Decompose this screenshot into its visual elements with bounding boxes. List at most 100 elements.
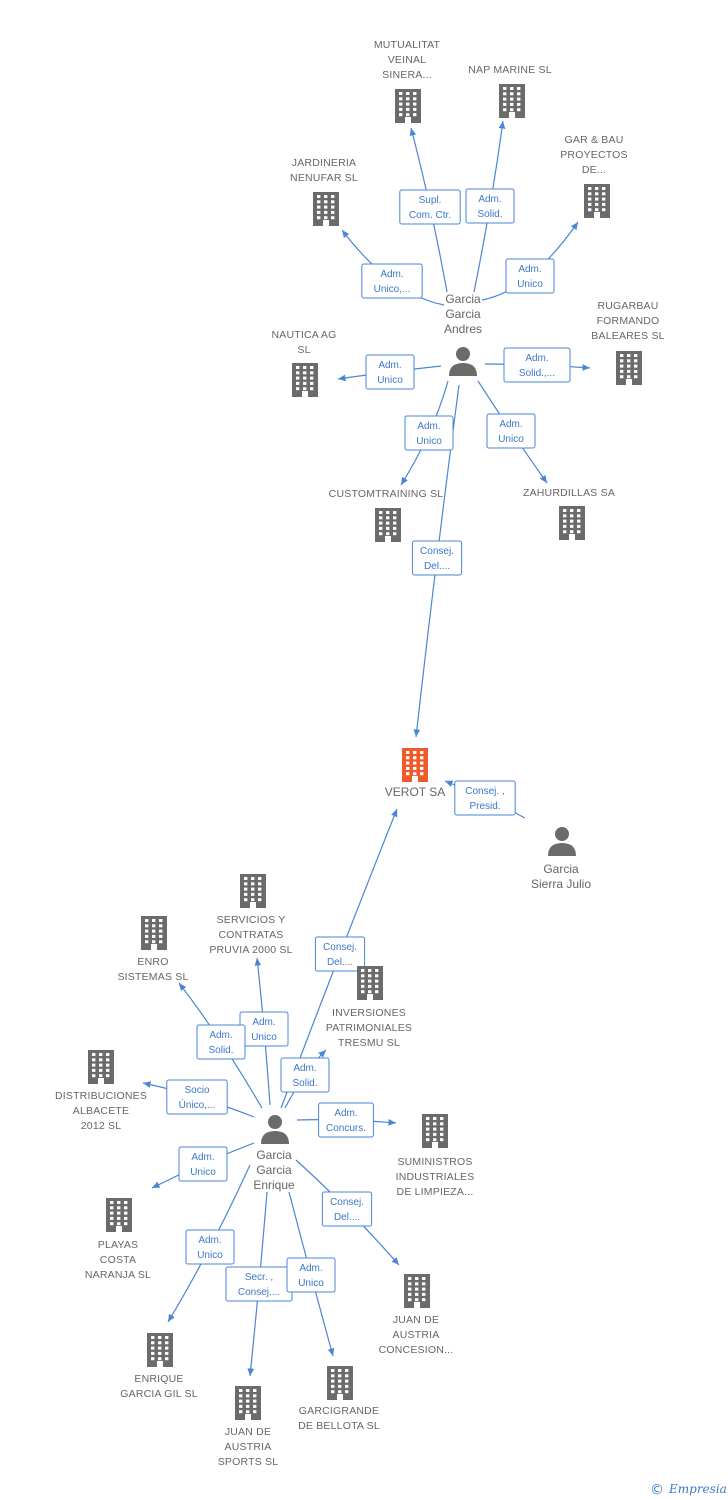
copyright-symbol: ©	[650, 1482, 664, 1498]
relation-label-enrique-juansports[interactable]: Secr. ,Consej....	[225, 1266, 293, 1302]
company-label-juansports: JUAN DE	[225, 1426, 271, 1438]
relation-label-andres-zahurdillas[interactable]: Adm.Unico	[486, 413, 536, 449]
relation-label-enrique-suministros[interactable]: Adm. Concurs.	[318, 1102, 374, 1138]
company-label-juanconcesion: CONCESION...	[379, 1344, 454, 1356]
company-label-jardineria: NENUFAR SL	[290, 172, 358, 184]
relation-role-text: Unico	[251, 1032, 277, 1043]
company-building-icon-zahurdillas[interactable]	[559, 506, 585, 540]
relation-role-text: Adm.	[417, 421, 440, 432]
person-icon-enrique[interactable]	[261, 1115, 289, 1144]
relation-label-enrique-juanconcesion[interactable]: Consej.Del....	[321, 1191, 373, 1227]
relation-label-andres-nautica[interactable]: Adm.Unico	[365, 354, 415, 390]
relation-label-andres-garbau[interactable]: Adm.Unico	[505, 258, 555, 294]
company-label-garcigrande: DE BELLOTA SL	[298, 1420, 380, 1432]
company-label-rugarbau: BALEARES SL	[591, 330, 664, 342]
relation-role-text: Concurs.	[326, 1123, 366, 1134]
relation-role-text: Consej.	[420, 546, 454, 557]
company-building-icon-mutualitat[interactable]	[395, 89, 421, 123]
company-label-mutualitat: MUTUALITAT	[374, 39, 441, 51]
company-label-zahurdillas: ZAHURDILLAS SA	[523, 487, 615, 499]
center-company-building-icon[interactable]	[402, 748, 428, 782]
person-label-enrique: Enrique	[253, 1178, 295, 1192]
company-building-icon-distribuciones[interactable]	[88, 1050, 114, 1084]
company-label-juanconcesion: AUSTRIA	[393, 1329, 440, 1341]
relation-label-enrique-garcigrande[interactable]: Adm.Unico	[286, 1257, 336, 1293]
company-building-icon-inversiones[interactable]	[357, 966, 383, 1000]
relation-role-text: Unico	[197, 1250, 223, 1261]
relation-role-text: Unico	[190, 1167, 216, 1178]
relation-label-enrique-servicios[interactable]: Adm.Unico	[239, 1011, 289, 1047]
company-label-suministros: DE LIMPIEZA...	[397, 1186, 474, 1198]
company-label-jardineria: JARDINERIA	[292, 157, 356, 169]
company-label-inversiones: PATRIMONIALES	[326, 1022, 412, 1034]
company-building-icon-suministros[interactable]	[422, 1114, 448, 1148]
company-label-suministros: INDUSTRIALES	[396, 1171, 475, 1183]
relation-role-text: Socio	[184, 1085, 209, 1096]
relation-label-andres-napmarine[interactable]: Adm.Solid.	[465, 188, 515, 224]
company-building-icon-enro[interactable]	[141, 916, 167, 950]
relation-label-enrique-inversiones[interactable]: Adm. Solid.	[280, 1057, 330, 1093]
relation-label-julio-verot[interactable]: Consej. ,Presid.	[454, 780, 516, 816]
company-building-icon-juansports[interactable]	[235, 1386, 261, 1420]
company-label-inversiones: INVERSIONES	[332, 1007, 406, 1019]
company-building-icon-jardineria[interactable]	[313, 192, 339, 226]
relation-label-andres-rugarbau[interactable]: Adm.Solid.,...	[503, 347, 571, 383]
company-building-icon-playas[interactable]	[106, 1198, 132, 1232]
company-label-distribuciones: DISTRIBUCIONES	[55, 1090, 147, 1102]
company-building-icon-servicios[interactable]	[240, 874, 266, 908]
company-label-nautica: SL	[297, 344, 310, 356]
relation-label-andres-mutualitat[interactable]: Supl.Com. Ctr.	[399, 189, 461, 225]
relation-role-text: Com. Ctr.	[409, 210, 451, 221]
relation-label-enrique-verot[interactable]: Consej.Del....	[314, 936, 366, 972]
company-building-icon-garbau[interactable]	[584, 184, 610, 218]
company-label-enriquegil: ENRIQUE	[134, 1373, 183, 1385]
relation-role-text: Adm.	[299, 1263, 322, 1274]
relation-role-text: Unico	[416, 436, 442, 447]
relation-label-enrique-enro[interactable]: Adm.Solid.	[196, 1024, 246, 1060]
relation-label-andres-jardineria[interactable]: Adm.Unico,...	[361, 263, 423, 299]
relation-label-enrique-enriquegil[interactable]: Adm.Unico	[185, 1229, 235, 1265]
relation-role-text: Del....	[424, 561, 450, 572]
relation-role-text: Adm.	[293, 1063, 316, 1074]
company-label-enriquegil: GARCIA GIL SL	[120, 1388, 198, 1400]
company-building-icon-customtraining[interactable]	[375, 508, 401, 542]
relation-role-text: Consej. ,	[465, 786, 504, 797]
relation-role-text: Consej.	[330, 1197, 364, 1208]
relation-label-enrique-distribuciones[interactable]: SocioÚnico,...	[166, 1079, 228, 1115]
relation-role-text: Único,...	[179, 1098, 216, 1111]
relation-label-andres-customtraining[interactable]: Adm. Unico	[404, 415, 454, 451]
relation-role-text: Unico	[498, 434, 524, 445]
company-building-icon-nautica[interactable]	[292, 363, 318, 397]
person-icon-julio[interactable]	[548, 827, 576, 856]
company-label-servicios: CONTRATAS	[219, 929, 284, 941]
company-building-icon-garcigrande[interactable]	[327, 1366, 353, 1400]
relation-label-enrique-playas[interactable]: Adm.Unico	[178, 1146, 228, 1182]
relation-role-text: Adm.	[525, 353, 548, 364]
company-label-juansports: SPORTS SL	[218, 1456, 279, 1468]
relation-role-text: Solid.	[292, 1078, 317, 1089]
company-label-juansports: AUSTRIA	[225, 1441, 272, 1453]
relation-role-text: Solid.	[208, 1045, 233, 1056]
company-building-icon-napmarine[interactable]	[499, 84, 525, 118]
company-label-enro: SISTEMAS SL	[117, 971, 188, 983]
brand-name[interactable]: Empresia	[668, 1482, 727, 1496]
company-building-icon-enriquegil[interactable]	[147, 1333, 173, 1367]
relation-labels-layer: Supl.Com. Ctr.Adm.Solid.Adm.UnicoAdm.Uni…	[166, 188, 571, 1302]
company-building-icon-juanconcesion[interactable]	[404, 1274, 430, 1308]
edges-layer	[142, 120, 591, 1377]
company-label-nautica: NAUTICA AG	[271, 329, 336, 341]
person-icon-andres[interactable]	[449, 347, 477, 376]
company-building-icon-rugarbau[interactable]	[616, 351, 642, 385]
relation-label-andres-verot[interactable]: Consej. Del....	[411, 540, 463, 576]
company-label-enro: ENRO	[137, 956, 168, 968]
company-label-playas: NARANJA SL	[85, 1269, 151, 1281]
company-label-garbau: PROYECTOS	[560, 149, 628, 161]
company-label-garbau: GAR & BAU	[565, 134, 624, 146]
relation-role-text: Unico,...	[374, 284, 411, 295]
relation-role-text: Adm.	[334, 1108, 357, 1119]
company-label-mutualitat: SINERA...	[382, 69, 432, 81]
relation-role-text: Consej....	[238, 1287, 280, 1298]
person-label-andres: Andres	[444, 322, 482, 336]
